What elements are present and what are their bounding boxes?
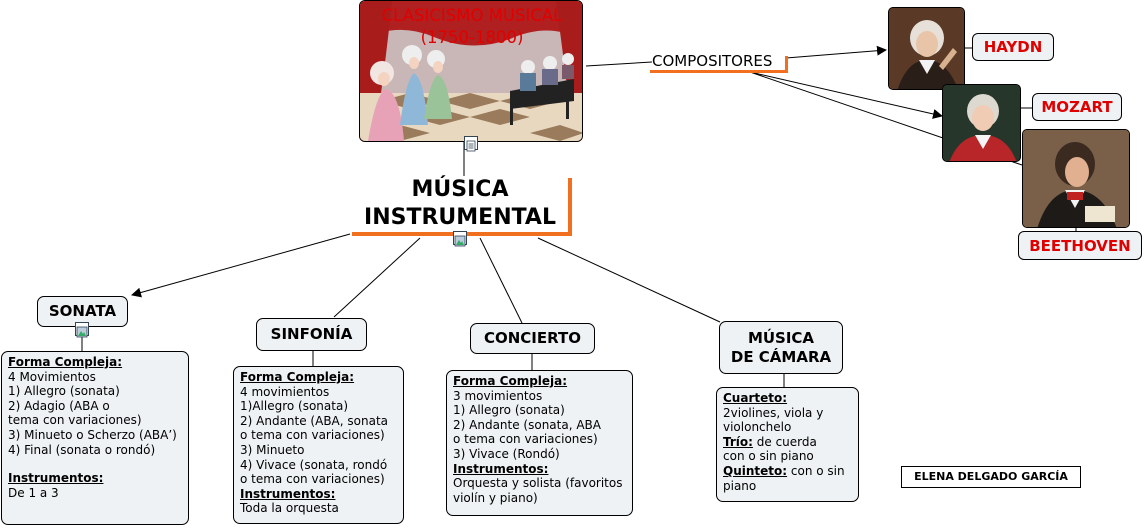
note-line: Forma Compleja:: [453, 374, 568, 388]
note-line: 2) Adagio (ABA o: [8, 398, 110, 413]
haydn-portrait: [888, 7, 965, 90]
musica-camara-title-line1: MÚSICA: [747, 328, 815, 347]
note-line: 2) Andante (sonata, ABA: [453, 417, 601, 432]
central-accent-right: [568, 178, 572, 236]
note-line: 4) Vivace (sonata, rondó: [240, 457, 388, 472]
note-line: 3) Minueto: [240, 442, 305, 457]
note-line: o tema con variaciones): [240, 472, 385, 487]
musica-camara-title-line2: DE CÁMARA: [730, 347, 832, 366]
compositores-label: COMPOSITORES: [652, 52, 773, 70]
author-label: ELENA DELGADO GARCÍA: [901, 466, 1081, 488]
note-line: 3) Vivace (Rondó): [453, 446, 560, 461]
cuarteto-line2: violonchelo: [723, 420, 792, 435]
clasicismo-title: CLASICISMO MUSICAL (1750-1800): [360, 5, 582, 49]
note-line: 3 movimientos: [453, 388, 543, 403]
classical-scene-illustration: [360, 1, 582, 141]
concierto-topic[interactable]: CONCIERTO: [470, 323, 595, 354]
note-line: o tema con variaciones): [240, 428, 385, 443]
sonata-topic[interactable]: SONATA: [37, 296, 128, 327]
trio-label: Trío:: [723, 434, 753, 449]
note-line: Instrumentos:: [8, 471, 104, 486]
central-title-line2: INSTRUMENTAL: [364, 205, 556, 230]
compositores-topic[interactable]: COMPOSITORES: [650, 52, 790, 74]
clasicismo-title-line1: CLASICISMO MUSICAL: [381, 6, 563, 25]
document-icon[interactable]: [464, 136, 478, 152]
note-line: 1)Allegro (sonata): [240, 399, 348, 414]
link-mozart: [749, 71, 943, 119]
musica-camara-topic[interactable]: MÚSICA DE CÁMARA: [719, 321, 843, 374]
image-icon[interactable]: [453, 231, 467, 247]
link-sonata: [131, 233, 351, 298]
note-line: 3) Minueto o Scherzo (ABA’): [8, 427, 177, 442]
note-gap: [8, 457, 182, 471]
central-title-line1: MÚSICA: [411, 177, 509, 202]
beethoven-label[interactable]: BEETHOVEN: [1018, 231, 1142, 260]
haydn-label[interactable]: HAYDN: [972, 33, 1054, 61]
note-line: 4 movimientos: [240, 384, 330, 399]
sonata-note: Forma Compleja: 4 Movimientos 1) Allegro…: [1, 351, 189, 525]
sinfonia-note: Forma Compleja: 4 movimientos 1)Allegro …: [233, 366, 404, 524]
note-line: o tema con variaciones): [453, 432, 598, 447]
compositores-accent-right: [785, 56, 788, 73]
note-line: 2) Andante (ABA, sonata: [240, 413, 388, 428]
note-line: Toda la orquesta: [240, 501, 339, 516]
mozart-portrait: [942, 84, 1021, 162]
concierto-note: Forma Compleja: 3 movimientos 1) Allegro…: [446, 370, 633, 516]
note-line: violín y piano): [453, 490, 538, 505]
note-line: tema con variaciones): [8, 413, 142, 428]
note-line: 4) Final (sonata o rondó): [8, 442, 156, 457]
clasicismo-title-line2: (1750-1800): [420, 28, 524, 47]
note-line: Forma Compleja:: [240, 370, 355, 384]
link-camara: [537, 237, 721, 323]
mozart-label[interactable]: MOZART: [1032, 93, 1122, 121]
note-line: 4 Movimientos: [8, 369, 96, 384]
compositores-accent-bottom: [650, 70, 788, 73]
note-line: Instrumentos:: [240, 486, 336, 501]
image-icon[interactable]: [75, 322, 89, 338]
note-line: De 1 a 3: [8, 485, 59, 500]
note-line: Instrumentos:: [453, 461, 549, 476]
link-sinfonia: [333, 237, 421, 318]
note-line: Forma Compleja:: [8, 355, 123, 369]
trio-line1: de cuerda: [752, 434, 817, 449]
cuarteto-line1: 2violines, viola y: [723, 405, 824, 420]
beethoven-portrait: [1022, 129, 1130, 228]
quinteto-label: Quinteto:: [723, 463, 788, 478]
note-line: Orquesta y solista (favoritos: [453, 476, 623, 491]
quinteto-line2: piano: [723, 478, 757, 493]
link-concierto: [479, 237, 523, 324]
link-image-compositores: [585, 61, 653, 67]
note-line: 1) Allegro (sonata): [8, 384, 120, 399]
cuarteto-label: Cuarteto:: [723, 391, 788, 405]
link-haydn: [785, 45, 887, 59]
clasicismo-image: CLASICISMO MUSICAL (1750-1800): [359, 0, 583, 142]
quinteto-line1: con o sin: [787, 463, 845, 478]
sinfonia-topic[interactable]: SINFONÍA: [256, 318, 367, 351]
central-topic[interactable]: MÚSICA INSTRUMENTAL: [352, 176, 574, 236]
central-title: MÚSICA INSTRUMENTAL: [352, 176, 568, 232]
musica-camara-note: Cuarteto: 2violines, viola y violonchelo…: [716, 387, 859, 502]
trio-line2: con o sin piano: [723, 449, 814, 464]
note-line: 1) Allegro (sonata): [453, 403, 565, 418]
